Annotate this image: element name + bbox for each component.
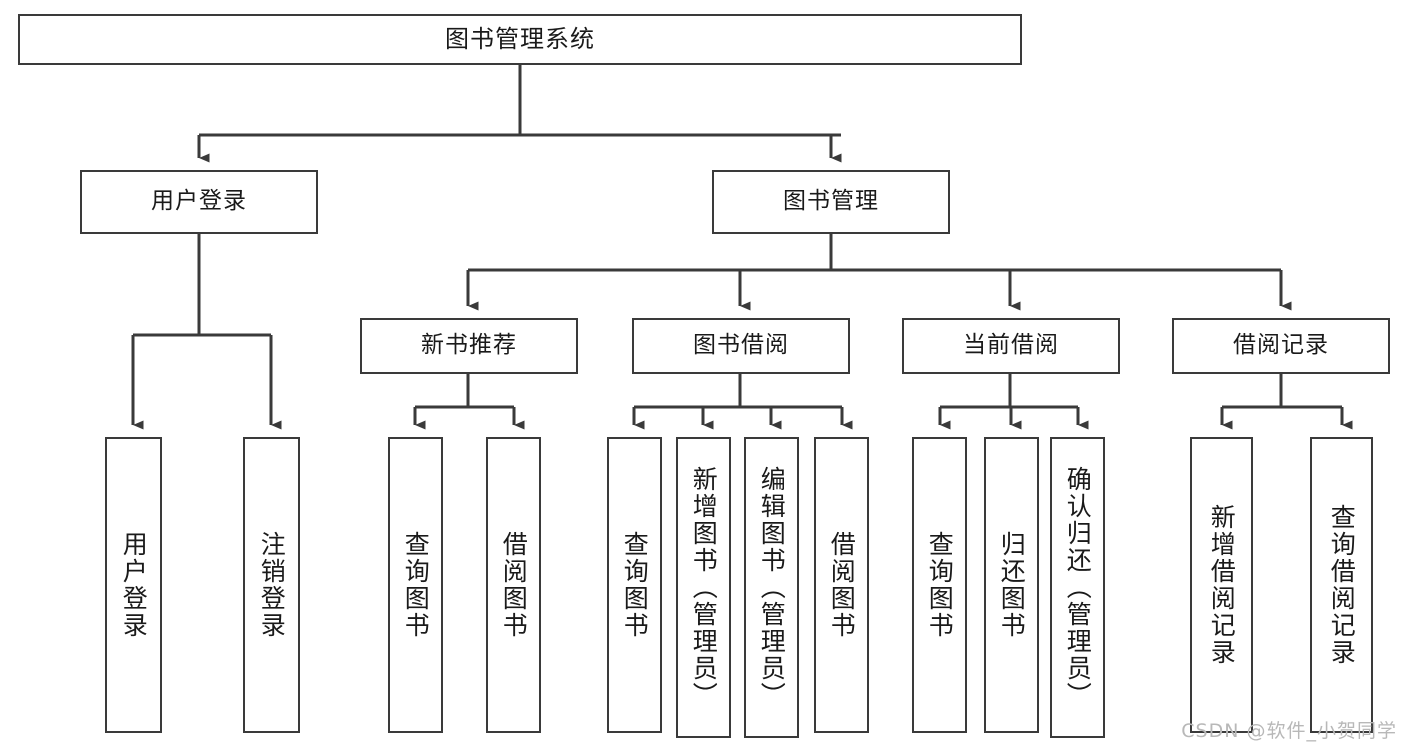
node-book-manage[interactable]: 图书管理 — [712, 170, 950, 234]
node-leaf-add-book[interactable]: 新增图书（管理员） — [676, 437, 731, 738]
node-leaf-query-book-3[interactable]: 查询图书 — [912, 437, 967, 733]
node-leaf-borrow-book-1[interactable]: 借阅图书 — [486, 437, 541, 733]
csdn-watermark: CSDN @软件_小贺同学 — [1181, 720, 1397, 742]
node-root[interactable]: 图书管理系统 — [18, 14, 1022, 65]
node-leaf-user-login[interactable]: 用户登录 — [105, 437, 162, 733]
node-leaf-borrow-book-2[interactable]: 借阅图书 — [814, 437, 869, 733]
node-leaf-user-logout[interactable]: 注销登录 — [243, 437, 300, 733]
node-borrow-record[interactable]: 借阅记录 — [1172, 318, 1390, 374]
node-leaf-query-record[interactable]: 查询借阅记录 — [1310, 437, 1373, 733]
node-leaf-return-book[interactable]: 归还图书 — [984, 437, 1039, 733]
node-leaf-edit-book[interactable]: 编辑图书（管理员） — [744, 437, 799, 738]
node-new-book-recommend[interactable]: 新书推荐 — [360, 318, 578, 374]
node-leaf-query-book-2[interactable]: 查询图书 — [607, 437, 662, 733]
node-leaf-query-book-1[interactable]: 查询图书 — [388, 437, 443, 733]
node-current-borrow[interactable]: 当前借阅 — [902, 318, 1120, 374]
node-user-login[interactable]: 用户登录 — [80, 170, 318, 234]
node-book-borrow[interactable]: 图书借阅 — [632, 318, 850, 374]
node-leaf-confirm-return[interactable]: 确认归还（管理员） — [1050, 437, 1105, 738]
node-leaf-add-record[interactable]: 新增借阅记录 — [1190, 437, 1253, 733]
